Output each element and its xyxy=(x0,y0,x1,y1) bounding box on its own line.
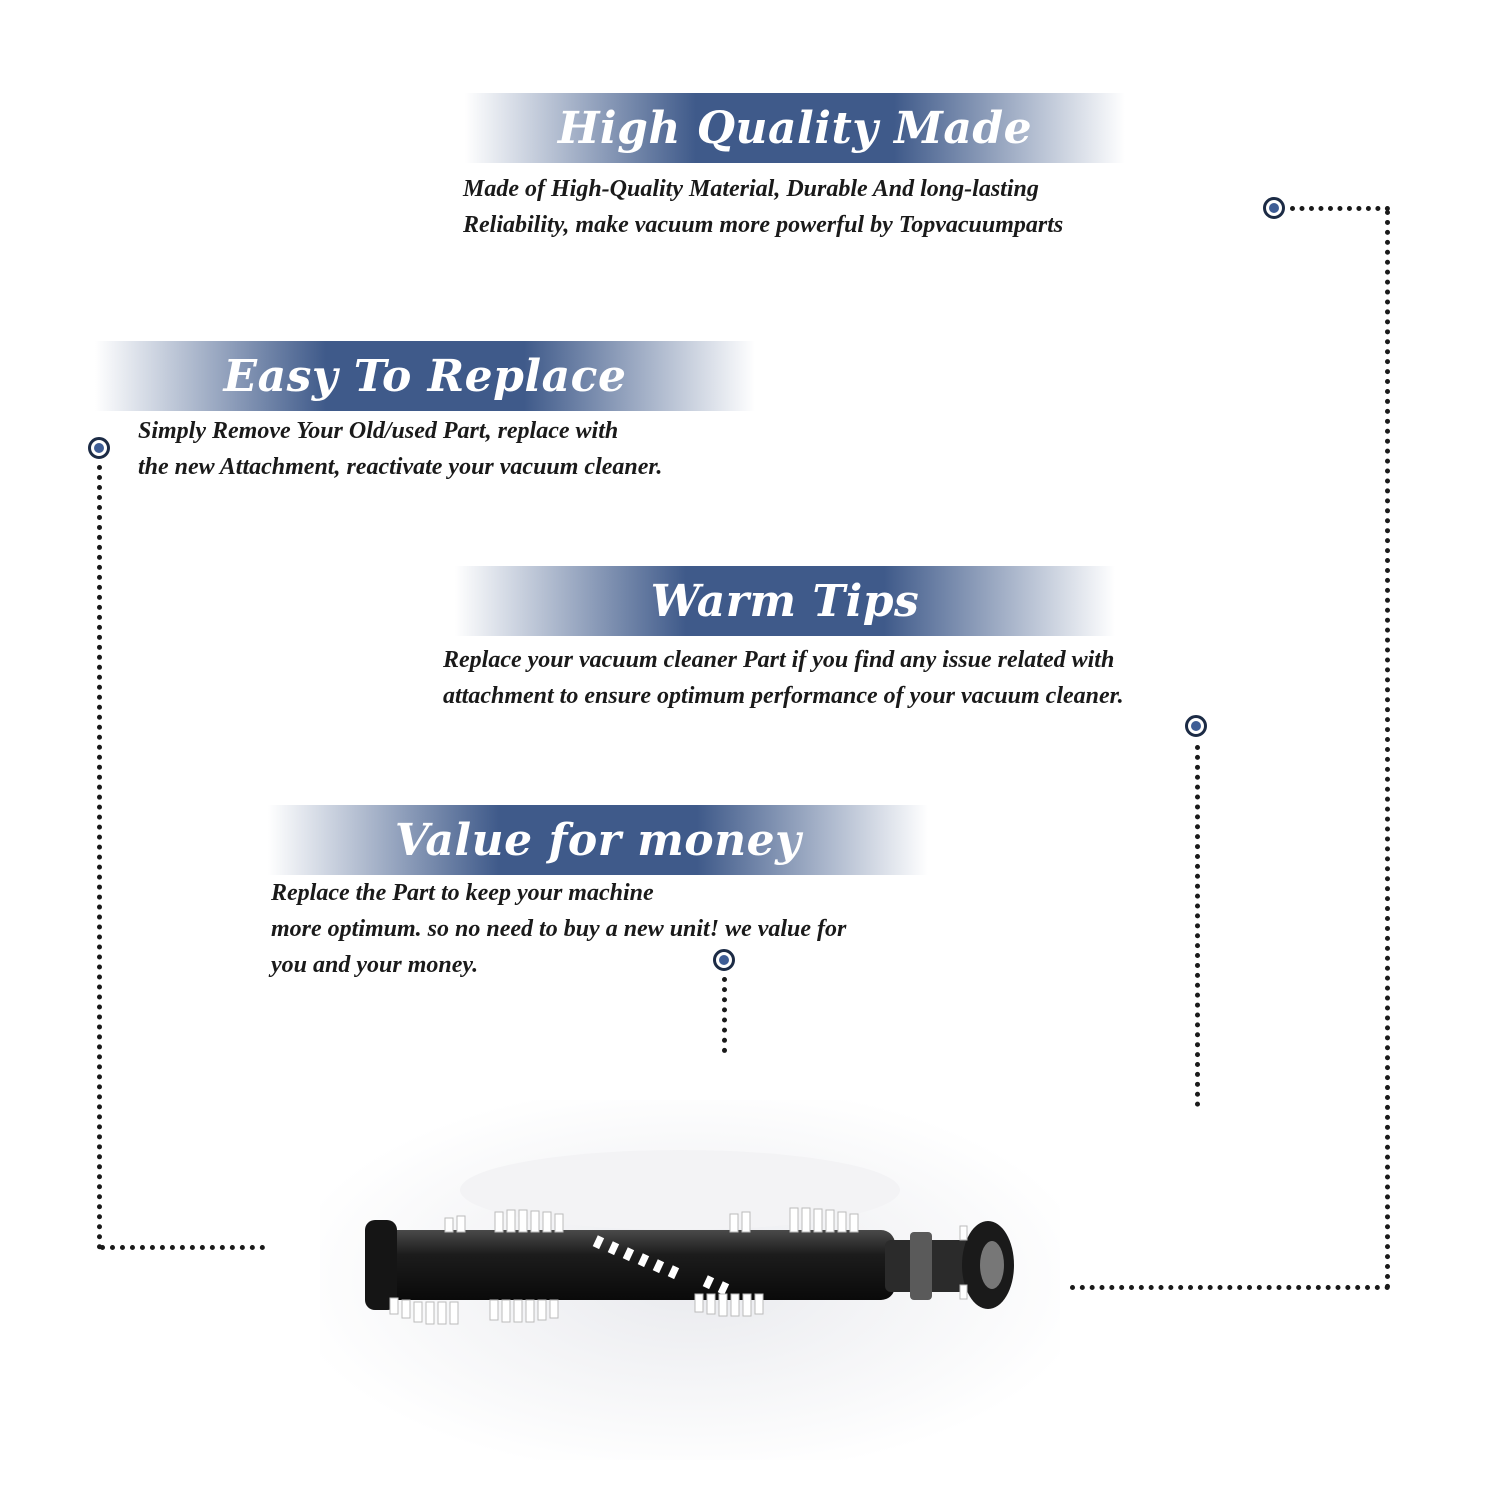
banner-easy-replace: Easy To Replace xyxy=(95,341,755,411)
desc-warm-tips: Replace your vacuum cleaner Part if you … xyxy=(443,642,1124,714)
desc-line: Simply Remove Your Old/used Part, replac… xyxy=(138,418,619,444)
connector-line-warm-tips xyxy=(1195,745,1200,1107)
heading-easy-replace: Easy To Replace xyxy=(223,350,627,402)
heading-value-money: Value for money xyxy=(394,814,802,866)
bristles-bottom xyxy=(389,1284,968,1325)
desc-line: Replace your vacuum cleaner Part if you … xyxy=(443,647,1115,673)
brush-roll-illustration xyxy=(320,1100,1060,1460)
connector-line-value-money xyxy=(722,977,727,1053)
desc-line: attachment to ensure optimum performance… xyxy=(443,683,1124,709)
desc-value-money: Replace the Part to keep your machine mo… xyxy=(271,875,846,983)
bullet-circle-icon xyxy=(88,437,110,459)
brush-axle xyxy=(980,1241,1004,1289)
brush-bearing-ring xyxy=(910,1232,932,1300)
brush-tube xyxy=(375,1230,895,1300)
desc-line: the new Attachment, reactivate your vacu… xyxy=(138,454,663,480)
banner-warm-tips: Warm Tips xyxy=(455,566,1115,636)
banner-value-money: Value for money xyxy=(268,805,928,875)
connector-line-left xyxy=(97,465,102,1250)
bristles-spiral xyxy=(592,1235,730,1296)
heading-high-quality: High Quality Made xyxy=(557,102,1033,154)
desc-line: Reliability, make vacuum more powerful b… xyxy=(463,212,1064,238)
desc-line: you and your money. xyxy=(271,952,479,978)
brush-end-cap-left xyxy=(365,1220,397,1310)
bullet-circle-icon xyxy=(713,949,735,971)
desc-line: more optimum. so no need to buy a new un… xyxy=(271,916,847,942)
connector-line-top-right xyxy=(1290,206,1390,211)
connector-line-bottom-left xyxy=(100,1245,265,1250)
desc-easy-replace: Simply Remove Your Old/used Part, replac… xyxy=(138,413,662,485)
connector-line-bottom-right xyxy=(1070,1285,1390,1290)
desc-line: Made of High-Quality Material, Durable A… xyxy=(463,176,1039,202)
banner-high-quality: High Quality Made xyxy=(465,93,1125,163)
bullet-circle-icon xyxy=(1263,197,1285,219)
heading-warm-tips: Warm Tips xyxy=(650,575,920,627)
bullet-circle-icon xyxy=(1185,715,1207,737)
desc-line: Replace the Part to keep your machine xyxy=(271,880,654,906)
bristles-top xyxy=(444,1207,968,1241)
desc-high-quality: Made of High-Quality Material, Durable A… xyxy=(463,171,1063,243)
connector-line-right xyxy=(1385,210,1390,1290)
